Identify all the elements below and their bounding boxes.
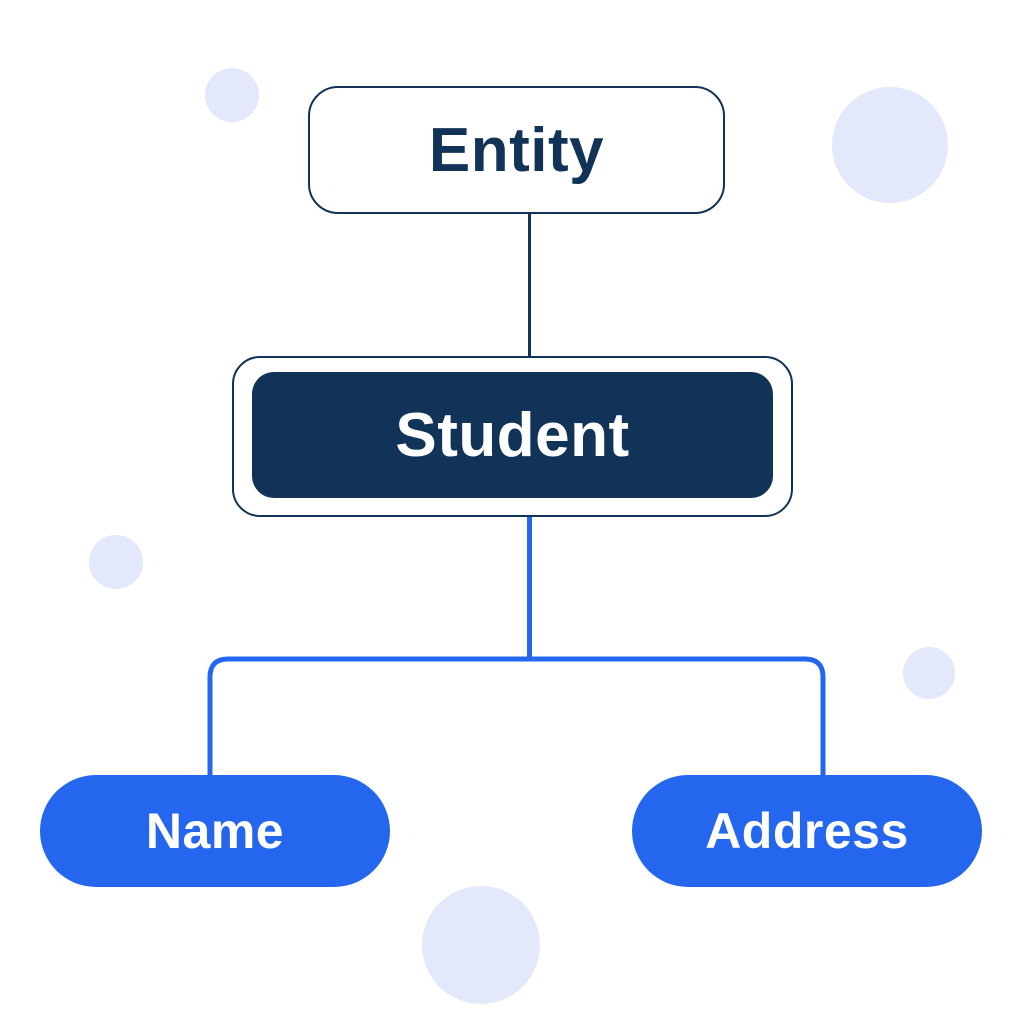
- decor-circle-middle-left: [89, 535, 143, 589]
- edge-student-name-address-bracket: [207, 656, 826, 777]
- decor-circle-top-right: [832, 87, 948, 203]
- node-name-label: Name: [145, 803, 285, 859]
- node-entity: Entity: [308, 86, 725, 214]
- decor-circle-middle-right: [903, 647, 955, 699]
- node-address: Address: [632, 775, 982, 887]
- node-address-label: Address: [705, 803, 909, 859]
- decor-circle-bottom-center: [422, 886, 540, 1004]
- node-entity-label: Entity: [428, 115, 605, 185]
- node-student: Student: [232, 356, 793, 517]
- node-student-label: Student: [395, 400, 630, 470]
- decor-circle-top-left: [205, 68, 259, 122]
- node-student-fill: Student: [252, 372, 773, 498]
- node-name: Name: [40, 775, 390, 887]
